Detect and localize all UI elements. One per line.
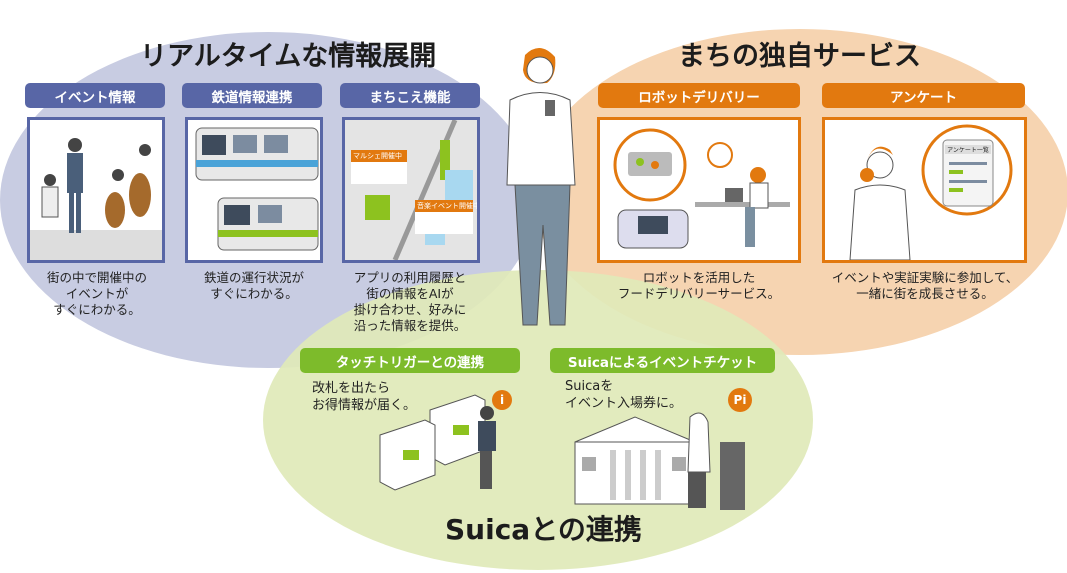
suica-title: Suicaとの連携	[445, 513, 642, 546]
woman-with-phone-illustration	[506, 47, 576, 326]
label-event-info: イベント情報	[25, 83, 165, 108]
event-illustration	[27, 117, 165, 263]
survey-list-title: アンケート一覧	[945, 145, 991, 154]
map-tag-music: 音楽イベント開催中	[415, 200, 477, 234]
survey-woman-icon	[849, 124, 1013, 260]
caption-machikoe: アプリの利用履歴と 街の情報をAIが 掛け合わせ、好みに 沿った情報を提供。	[353, 270, 467, 333]
caption-robot-delivery: ロボットを活用した フードデリバリーサービス。	[617, 270, 781, 301]
label-rail-info: 鉄道情報連携	[182, 83, 322, 108]
survey-illustration: アンケート一覧	[822, 117, 1027, 263]
ticket-gate-illustration	[379, 394, 496, 491]
label-touch-trigger: タッチトリガーとの連携	[300, 348, 520, 373]
info-badge: i	[492, 390, 512, 410]
services-title: まちの独自サービス	[678, 41, 921, 72]
map-illustration: マルシェ開催中 音楽イベント開催中	[342, 117, 480, 263]
pi-badge: Pi	[728, 388, 752, 412]
label-machikoe: まちこえ機能	[340, 83, 480, 108]
map-icon	[365, 120, 473, 260]
caption-event-info: 街の中で開催中の イベントが すぐにわかる。	[46, 270, 147, 317]
label-event-ticket: Suicaによるイベントチケット	[550, 348, 775, 373]
label-robot-delivery: ロボットデリバリー	[598, 83, 800, 108]
rail-illustration	[185, 117, 323, 263]
robot-delivery-illustration	[597, 117, 801, 263]
label-survey: アンケート	[822, 83, 1025, 108]
museum-entrance-illustration	[574, 412, 745, 510]
touch-trigger-text: 改札を出たら お得情報が届く。	[312, 381, 417, 413]
event-ticket-text: Suicaを イベント入場券に。	[565, 379, 683, 411]
caption-rail-info: 鉄道の運行状況が すぐにわかる。	[203, 270, 304, 301]
train-icon	[195, 127, 319, 251]
delivery-robot-icon	[613, 128, 790, 249]
caption-survey: イベントや実証実験に参加して、 一緒に街を成長させる。	[831, 270, 1019, 301]
realtime-title: リアルタイムな情報展開	[140, 41, 437, 72]
orchestra-icon	[30, 138, 162, 260]
map-tag-marche: マルシェ開催中	[351, 150, 407, 184]
